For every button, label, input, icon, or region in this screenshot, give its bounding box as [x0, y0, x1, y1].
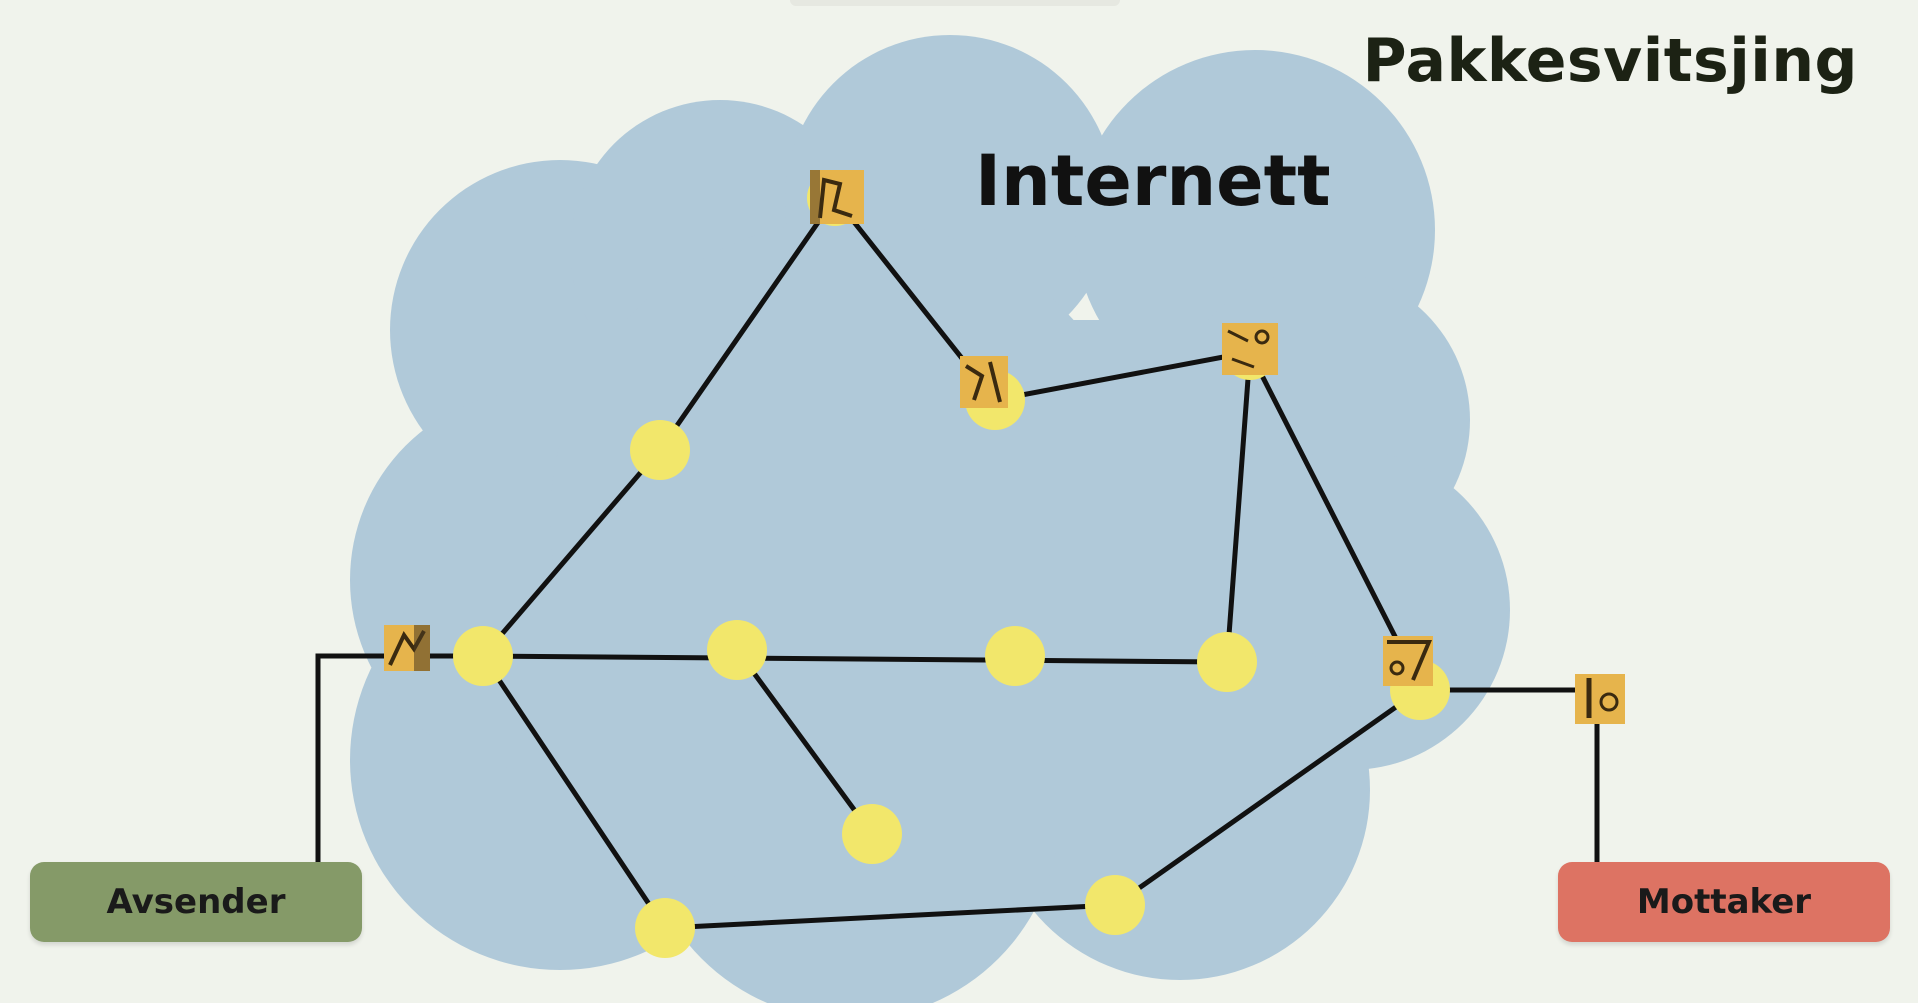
link — [1112, 687, 1423, 908]
packet-icon — [1222, 323, 1278, 375]
router-node — [707, 620, 767, 680]
link — [1224, 349, 1253, 665]
data-packets — [384, 170, 1625, 724]
link — [480, 447, 663, 659]
internet-label: Internett — [975, 140, 1331, 222]
router-node — [1197, 632, 1257, 692]
top-edge-decoration — [790, 0, 1120, 6]
receiver-box: Mottaker — [1558, 862, 1890, 942]
link — [657, 195, 838, 453]
link — [480, 653, 1230, 665]
packet-icon — [810, 170, 864, 224]
link — [734, 647, 875, 837]
packet-icon — [384, 625, 430, 671]
router-node — [1085, 875, 1145, 935]
packet-icon — [960, 356, 1008, 408]
router-node — [453, 626, 513, 686]
router-node — [985, 626, 1045, 686]
router-node — [630, 420, 690, 480]
router-node — [842, 804, 902, 864]
packet-icon — [1383, 636, 1433, 686]
packet-icon — [1575, 674, 1625, 724]
sender-box: Avsender — [30, 862, 362, 942]
link — [480, 653, 668, 931]
router-node — [635, 898, 695, 958]
link-sender-entry — [315, 653, 408, 865]
page-title: Pakkesvitsjing — [1362, 26, 1858, 96]
link — [1247, 349, 1410, 663]
link — [992, 349, 1253, 403]
link — [662, 902, 1118, 931]
